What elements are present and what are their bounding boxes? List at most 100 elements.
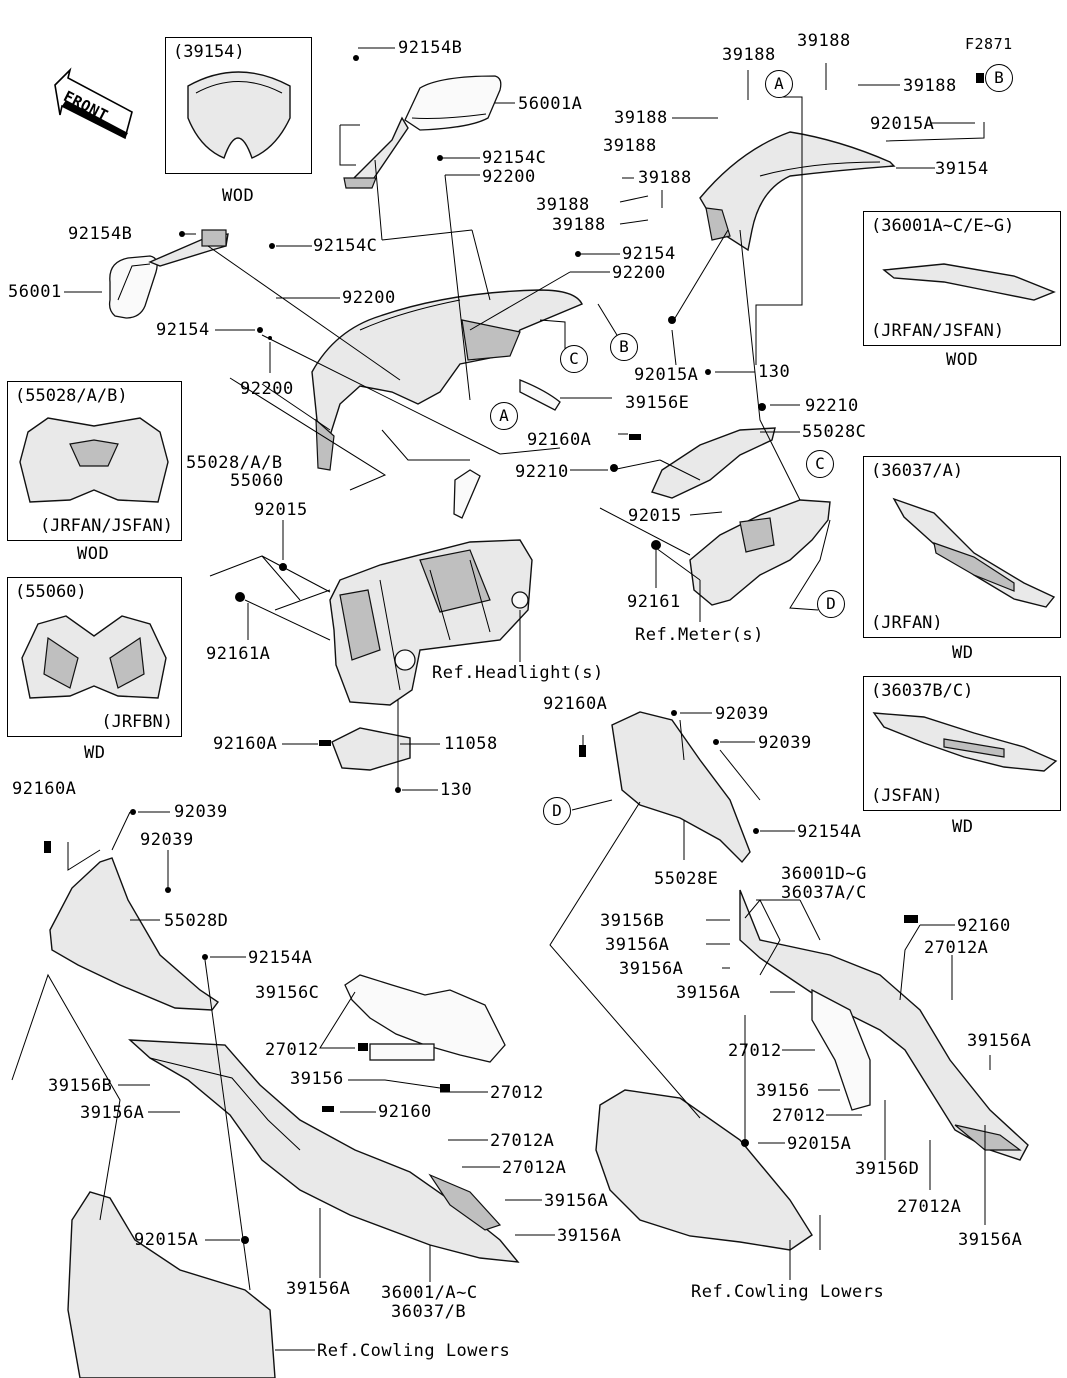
- inset-box-code: (36001A~C/E~G): [871, 216, 1015, 236]
- part-label: 92160A: [213, 734, 278, 754]
- part-label: 36037A/C: [781, 883, 867, 903]
- part-label: 92200: [482, 167, 536, 187]
- ref-headlight-label: Ref.Headlight(s): [432, 663, 604, 683]
- inset-side-panel-icon: [882, 263, 1056, 301]
- upper-cowl-icon: [311, 289, 583, 519]
- inset-tag-wod-1: WOD: [222, 186, 255, 206]
- part-label: 55028D: [164, 911, 229, 931]
- part-label: 92210: [805, 396, 859, 416]
- part-label: 39156A: [967, 1031, 1032, 1051]
- ref-circle-c-mid: C: [560, 345, 588, 373]
- inner-panel-55028c-icon: [651, 427, 776, 499]
- part-label: 39154: [935, 159, 989, 179]
- part-label: 55060: [230, 471, 284, 491]
- inner-panel-55028e-icon: [611, 711, 751, 864]
- side-cowl-left-icon: [128, 1039, 520, 1263]
- part-label: 92160A: [543, 694, 608, 714]
- part-label: 92015: [628, 506, 682, 526]
- ref-circle-b-mid: B: [610, 333, 638, 361]
- part-label: 92160: [378, 1102, 432, 1122]
- part-label: 39156A: [958, 1230, 1023, 1250]
- part-label: 39156A: [619, 959, 684, 979]
- inset-box-36037: (36037/A) (JRFAN): [863, 456, 1061, 638]
- figure-code: F2871: [965, 35, 1013, 53]
- part-label: 27012A: [502, 1158, 567, 1178]
- part-label: 39156A: [605, 935, 670, 955]
- part-label: 92154C: [313, 236, 378, 256]
- part-label: 92039: [174, 802, 228, 822]
- part-label: 39156A: [544, 1191, 609, 1211]
- ref-circle-d-left: D: [543, 797, 571, 825]
- inset-box-code: (39154): [173, 42, 245, 62]
- meter-stay-icon: [689, 499, 831, 606]
- headlight-assembly-icon: [329, 539, 533, 706]
- part-label: 36001/A~C: [381, 1283, 478, 1303]
- part-label: 92160A: [12, 779, 77, 799]
- windshield-icon: [699, 131, 896, 252]
- part-label: 39156: [290, 1069, 344, 1089]
- ref-meter-label: Ref.Meter(s): [635, 625, 764, 645]
- part-label: 55028/A/B: [186, 453, 283, 473]
- inset-box-code: (36037B/C): [871, 681, 974, 701]
- front-arrow-icon: [54, 67, 133, 140]
- inset-windscreen-icon: [187, 71, 291, 159]
- ref-circle-a-top: A: [765, 70, 793, 98]
- inset-box-39154: (39154): [165, 37, 312, 174]
- part-label: 130: [758, 362, 791, 382]
- inset-front-cowl-icon: [19, 417, 169, 503]
- part-label: 27012A: [490, 1131, 555, 1151]
- part-label: 92200: [342, 288, 396, 308]
- ref-circle-c-right: C: [806, 450, 834, 478]
- part-label: 39188: [638, 168, 692, 188]
- part-label: 92015: [254, 500, 308, 520]
- leader-lines: [11, 47, 991, 1351]
- insulator-39156c-icon: [344, 974, 506, 1063]
- part-label: 55028C: [802, 422, 867, 442]
- part-label: 39188: [903, 76, 957, 96]
- inset-box-55060: (55060) (JRFBN): [7, 577, 182, 737]
- part-label: 39188: [722, 45, 776, 65]
- part-label: 39156E: [625, 393, 690, 413]
- part-label: 39156: [756, 1081, 810, 1101]
- inset-tag-wod-2: WOD: [77, 544, 110, 564]
- part-label: 92015A: [634, 365, 699, 385]
- inset-box-code: (55060): [15, 582, 87, 602]
- part-label: 11058: [444, 734, 498, 754]
- part-label: 56001A: [518, 94, 583, 114]
- part-label: 27012: [490, 1083, 544, 1103]
- inset-side-cover-alt-icon: [872, 712, 1058, 772]
- part-label: 92200: [240, 379, 294, 399]
- part-label: 92154A: [797, 822, 862, 842]
- lower-cowl-left-icon: [67, 1191, 276, 1378]
- inset-box-36037b: (36037B/C) (JSFAN): [863, 676, 1061, 811]
- inset-box-variant: (JRFBN): [101, 712, 173, 732]
- part-label: 92015A: [134, 1230, 199, 1250]
- part-label: 39188: [536, 195, 590, 215]
- ref-cowling-lowers-right-label: Ref.Cowling Lowers: [691, 1282, 885, 1302]
- part-label: 36001D~G: [781, 864, 867, 884]
- part-label: 27012: [772, 1106, 826, 1126]
- part-label: 39156D: [855, 1159, 920, 1179]
- inset-box-code: (36037/A): [871, 461, 964, 481]
- part-label: 39188: [614, 108, 668, 128]
- part-label: 36037/B: [391, 1302, 467, 1322]
- inset-box-variant: (JRFAN): [871, 613, 943, 633]
- part-label: 92161: [627, 592, 681, 612]
- part-label: 39156A: [286, 1279, 351, 1299]
- part-label: 92154B: [398, 38, 463, 58]
- inset-box-variant: (JSFAN): [871, 786, 943, 806]
- part-label: 39156C: [255, 983, 320, 1003]
- part-label: 92160A: [527, 430, 592, 450]
- inset-box-36001: (36001A~C/E~G) (JRFAN/JSFAN): [863, 211, 1061, 346]
- part-label: 92039: [715, 704, 769, 724]
- part-label: 92015A: [787, 1134, 852, 1154]
- part-label: 39188: [603, 136, 657, 156]
- inner-panel-55028d-icon: [49, 857, 220, 1011]
- part-label: 39188: [797, 31, 851, 51]
- part-label: 92161A: [206, 644, 271, 664]
- part-label: 92039: [140, 830, 194, 850]
- inset-tag-wd-1: WD: [84, 743, 106, 763]
- part-label: 55028E: [654, 869, 719, 889]
